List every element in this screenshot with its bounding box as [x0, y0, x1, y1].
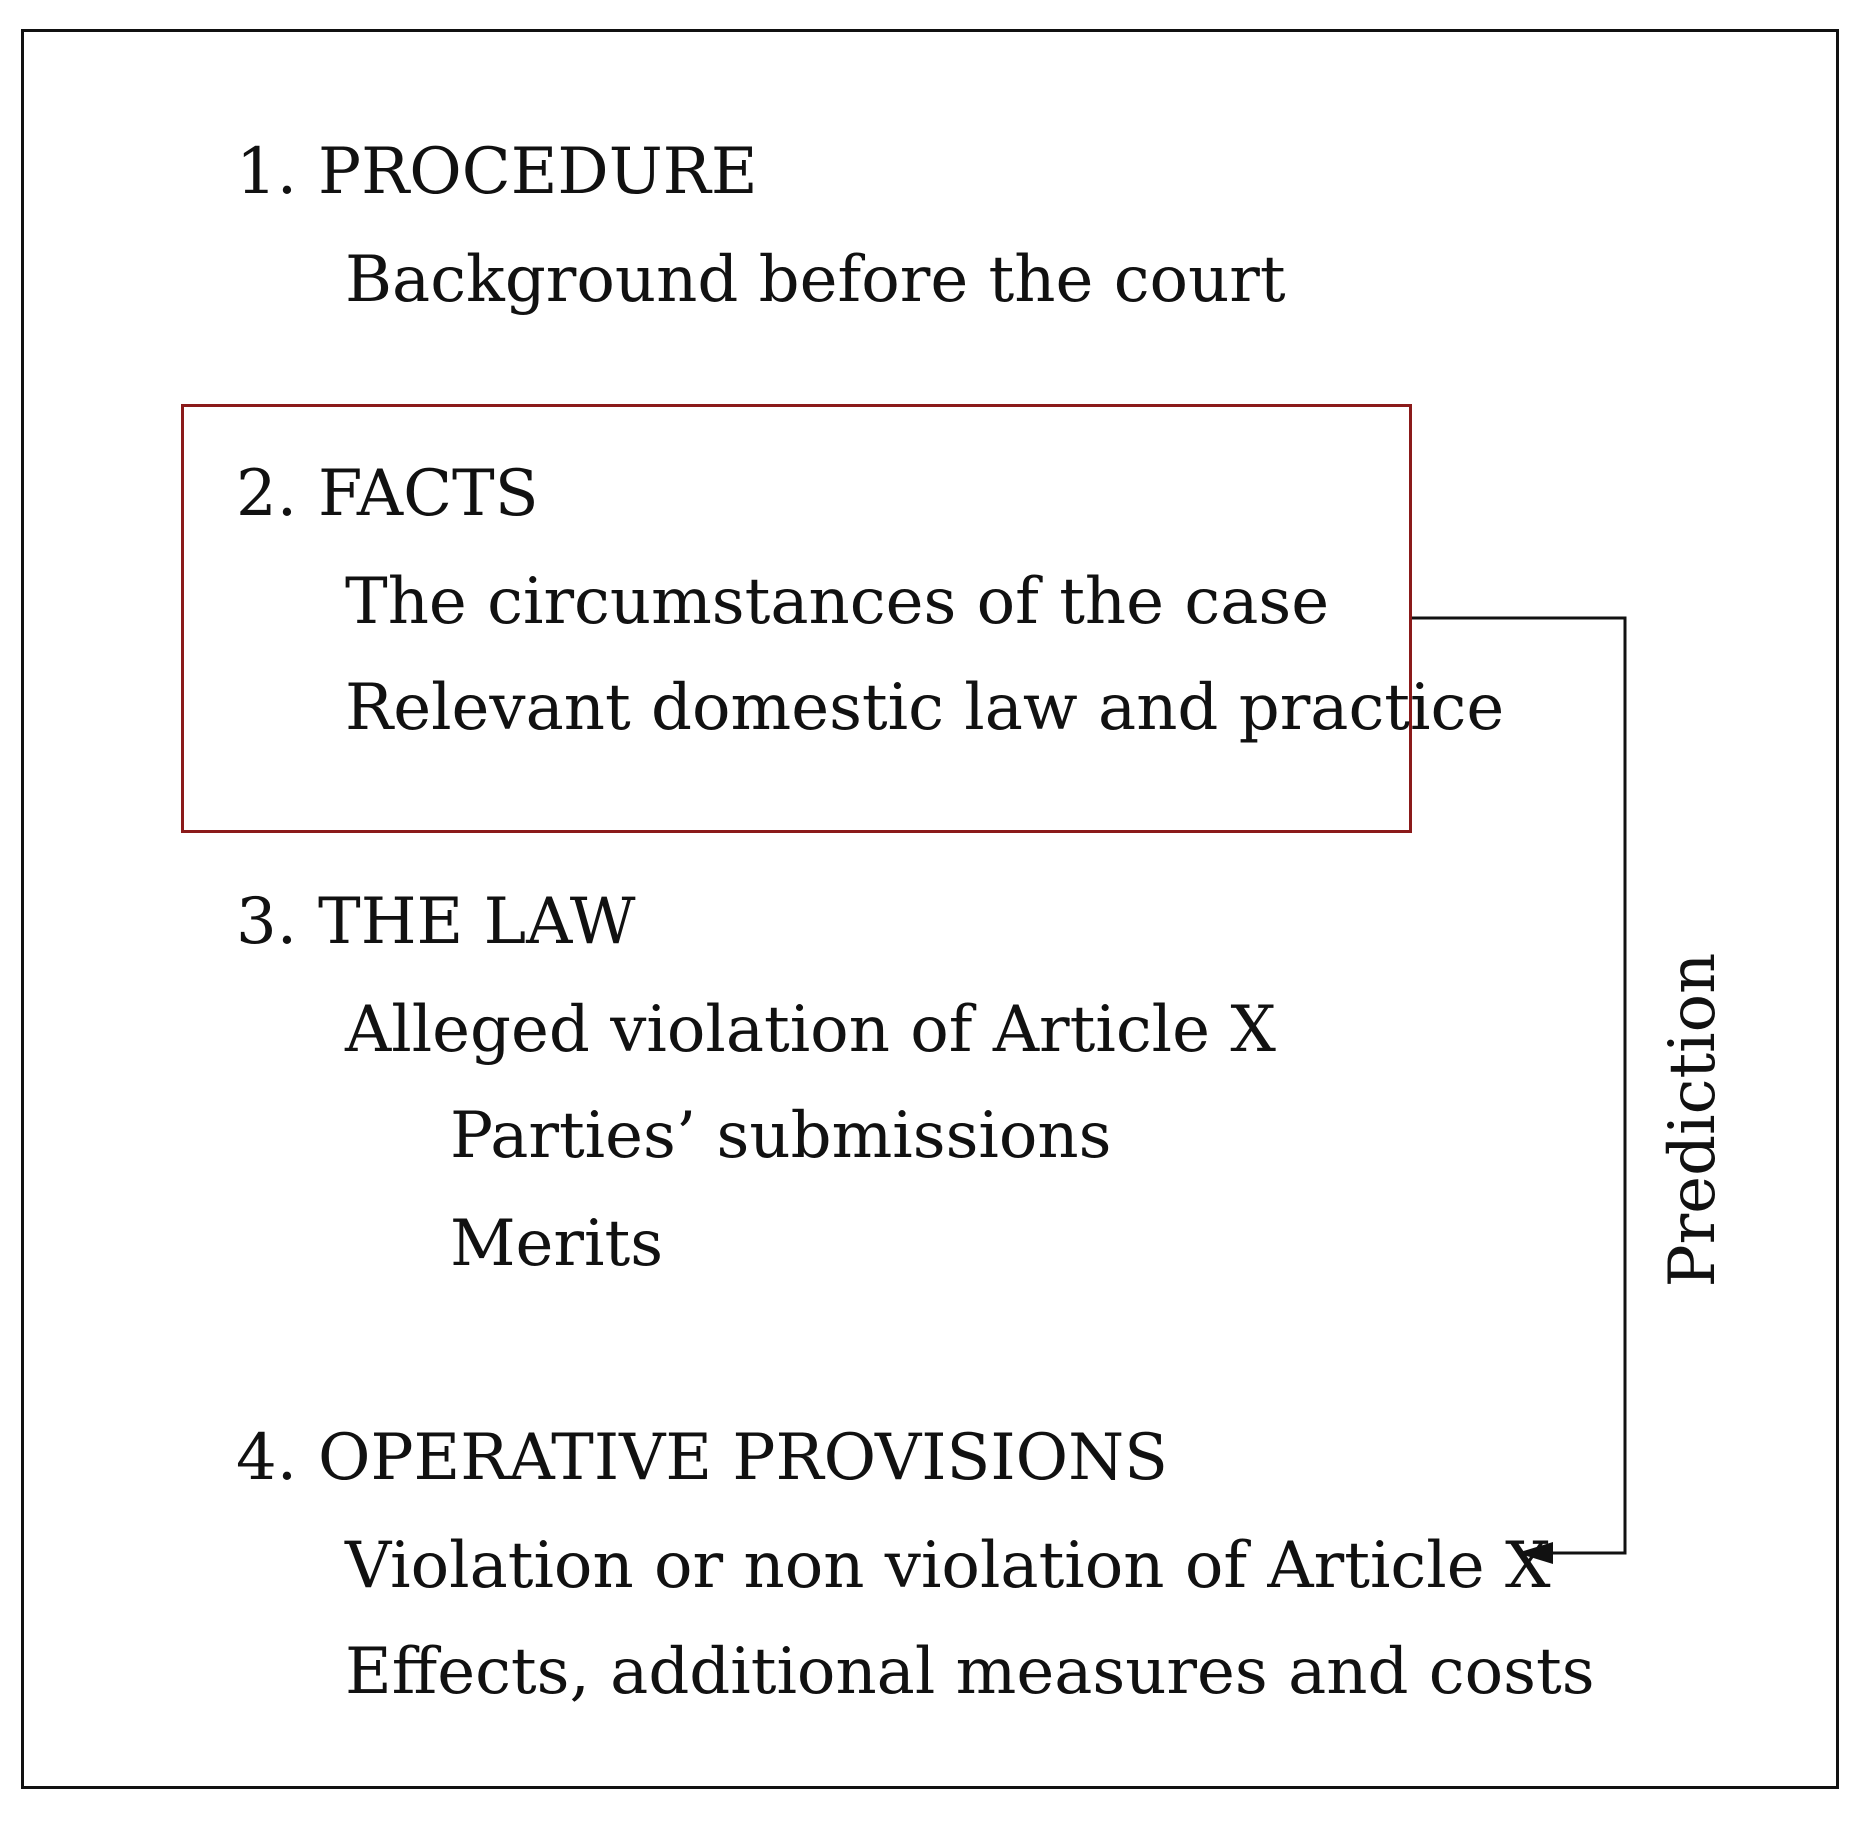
section-2-item-1: The circumstances of the case: [345, 565, 1330, 639]
section-4-item-2: Effects, additional measures and costs: [345, 1635, 1595, 1709]
section-1-title: PROCEDURE: [318, 135, 758, 209]
section-1-heading: 1.PROCEDURE: [236, 140, 758, 204]
section-1-number: 1.: [236, 135, 298, 209]
section-4-number: 4.: [236, 1421, 298, 1495]
section-2-number: 2.: [236, 457, 298, 531]
facts-highlight-box: [181, 404, 1412, 833]
section-3-item-1: Alleged violation of Article X: [345, 993, 1276, 1067]
section-3-subitem-2: Merits: [450, 1207, 664, 1281]
section-4-title: OPERATIVE PROVISIONS: [318, 1421, 1168, 1495]
section-4-heading: 4.OPERATIVE PROVISIONS: [236, 1426, 1168, 1490]
section-3-heading: 3.THE LAW: [236, 890, 635, 954]
prediction-label: Prediction: [1656, 952, 1730, 1288]
section-2-title: FACTS: [318, 457, 539, 531]
section-2-heading: 2.FACTS: [236, 462, 539, 526]
section-3-number: 3.: [236, 885, 298, 959]
section-2-item-2: Relevant domestic law and practice: [345, 671, 1505, 745]
section-3-subitem-1: Parties’ submissions: [450, 1099, 1112, 1173]
section-4-item-1: Violation or non violation of Article X: [345, 1529, 1551, 1603]
section-3-title: THE LAW: [318, 885, 636, 959]
outer-frame: [21, 29, 1839, 1789]
section-1-item-1: Background before the court: [345, 243, 1286, 317]
